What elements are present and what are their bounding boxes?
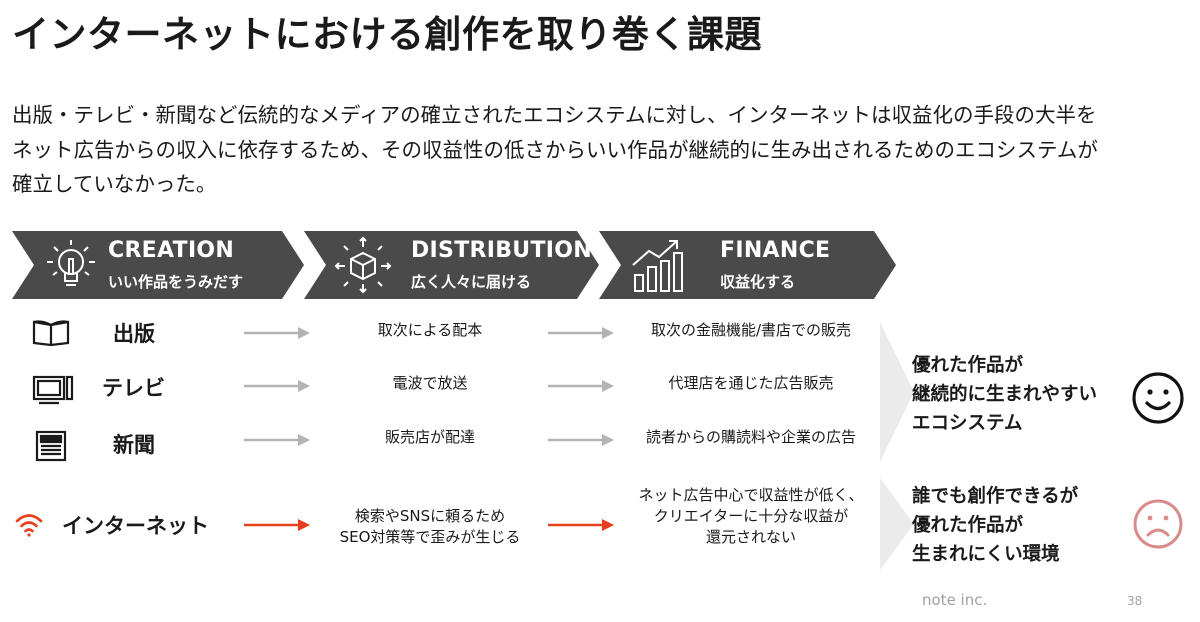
box-icon <box>334 236 392 294</box>
lead-line: 出版・テレビ・新聞など伝統的なメディアの確立されたエコシステムに対し、インターネ… <box>12 103 1097 127</box>
cell-line: SEO対策等で歪みが生じる <box>339 528 521 546</box>
stage-creation: CREATION いい作品をうみだす <box>12 231 304 299</box>
result-chevron-traditional <box>880 322 914 462</box>
cell-line: 還元されない <box>705 528 796 546</box>
stage-subtitle: 広く人々に届ける <box>411 273 532 291</box>
media-label-newspaper: 新聞 <box>113 433 155 457</box>
stage-subtitle: 収益化する <box>720 273 796 291</box>
media-label-internet: インターネット <box>62 514 209 538</box>
arrow-gray <box>548 380 614 392</box>
smiley-face-icon <box>1132 372 1184 424</box>
stage-finance: FINANCE 収益化する <box>599 231 896 299</box>
arrow-red <box>548 519 614 531</box>
distribution-cell: 電波で放送 <box>392 374 468 392</box>
cell-line: 検索やSNSに頼るため <box>354 507 506 525</box>
bar-chart-icon <box>632 240 683 292</box>
result-traditional: 優れた作品が 継続的に生まれやすい エコシステム <box>912 351 1097 438</box>
page-number: 38 <box>1127 594 1143 608</box>
stage-title: CREATION <box>108 238 235 263</box>
finance-cell-internet: ネット広告中心で収益性が低く、 クリエイターに十分な収益が 還元されない <box>618 485 884 548</box>
book-icon <box>32 320 70 347</box>
stage-title: DISTRIBUTION <box>411 238 592 263</box>
arrow-gray <box>244 327 310 339</box>
arrow-red <box>244 519 310 531</box>
result-line: 優れた作品が <box>912 515 1024 536</box>
cell-line: クリエイターに十分な収益が <box>653 507 849 525</box>
stage-distribution: DISTRIBUTION 広く人々に届ける <box>304 231 599 299</box>
cell-line: ネット広告中心で収益性が低く、 <box>638 486 864 504</box>
result-line: 生まれにくい環境 <box>912 544 1060 565</box>
result-internet: 誰でも創作できるが 優れた作品が 生まれにくい環境 <box>912 482 1078 569</box>
stage-title: FINANCE <box>720 238 831 263</box>
result-line: 誰でも創作できるが <box>912 486 1079 507</box>
lead-line: ネット広告からの収入に依存するため、その収益性の低さからいい作品が継続的に生み出… <box>12 137 1098 162</box>
finance-cell: 取次の金融機能/書店での販売 <box>650 321 852 339</box>
sad-face-icon <box>1133 499 1183 549</box>
newspaper-icon <box>35 430 67 462</box>
result-line: エコシステム <box>912 413 1023 434</box>
distribution-cell-internet: 検索やSNSに頼るため SEO対策等で歪みが生じる <box>316 506 544 548</box>
arrow-gray <box>244 380 310 392</box>
lead-paragraph: 出版・テレビ・新聞など伝統的なメディアの確立されたエコシステムに対し、インターネ… <box>12 98 1200 202</box>
finance-cell: 代理店を通じた広告販売 <box>668 374 834 392</box>
distribution-cell: 販売店が配達 <box>384 428 475 446</box>
lead-line: 確立していなかった。 <box>12 172 217 196</box>
page-title: インターネットにおける創作を取り巻く課題 <box>12 13 762 56</box>
media-label-tv: テレビ <box>102 376 165 400</box>
stage-subtitle: いい作品をうみだす <box>108 273 244 291</box>
arrow-gray <box>548 434 614 446</box>
media-label-publishing: 出版 <box>113 322 155 346</box>
result-line: 継続的に生まれやすい <box>912 384 1098 405</box>
distribution-cell: 取次による配本 <box>377 321 483 339</box>
result-line: 優れた作品が <box>912 355 1024 376</box>
value-chain-header: CREATION いい作品をうみだす DISTRIBUTION 広く人々に届ける <box>12 231 902 299</box>
finance-cell: 読者からの購読料や企業の広告 <box>645 428 856 446</box>
footer-brand: note inc. <box>922 591 988 609</box>
wifi-icon <box>15 514 43 537</box>
arrow-gray <box>548 327 614 339</box>
result-chevron-internet <box>880 478 914 570</box>
lightbulb-icon <box>47 240 95 286</box>
tv-icon <box>32 375 74 405</box>
arrow-gray <box>244 434 310 446</box>
